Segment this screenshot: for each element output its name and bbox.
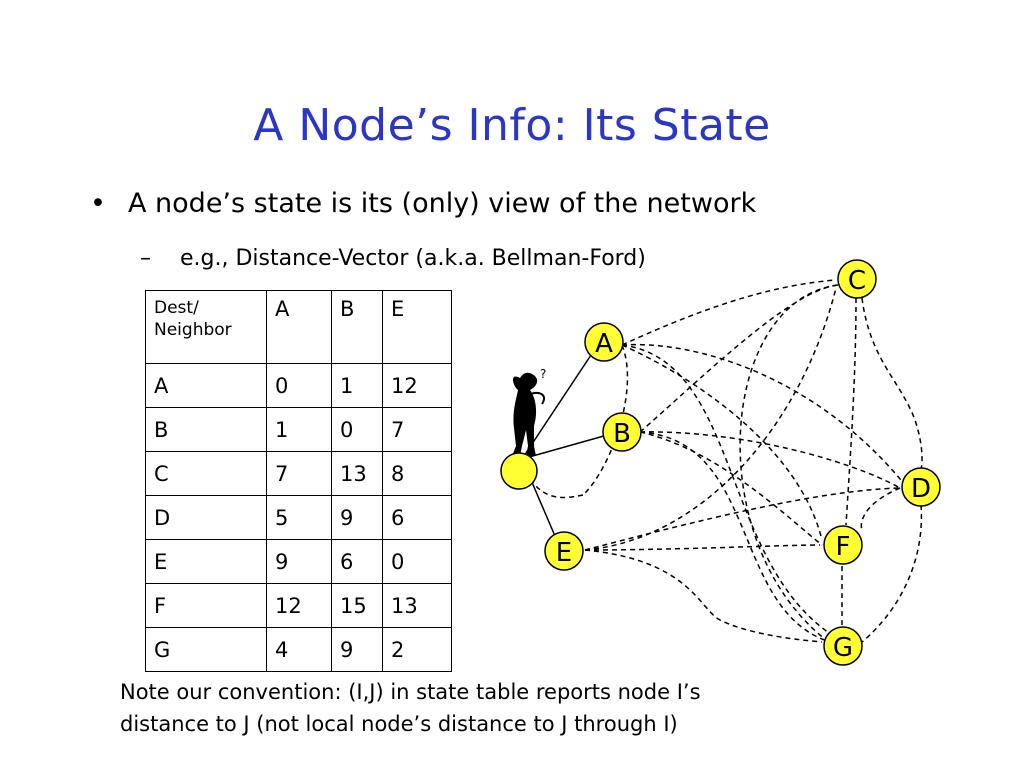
row-dest: B (145, 407, 267, 452)
table-cell: 1 (266, 407, 332, 452)
table-cell: 8 (382, 451, 452, 496)
row-dest: A (145, 363, 267, 408)
row-dest: E (145, 539, 267, 584)
node-d: D (901, 467, 941, 507)
table-row: G 4 9 2 (145, 627, 452, 672)
table-row: D 5 9 6 (145, 495, 452, 540)
table-cell: 13 (382, 583, 452, 628)
link-self-a (521, 345, 598, 460)
table-cell: 13 (331, 451, 383, 496)
table-cell: 12 (266, 583, 332, 628)
link-b-c (639, 284, 839, 433)
node-label: F (836, 532, 851, 562)
table-row: A 0 1 12 (145, 363, 452, 408)
slide-title: A Node’s Info: Its State (253, 100, 771, 151)
row-dest: G (145, 627, 267, 672)
node-label: B (613, 419, 631, 449)
solid-links (521, 345, 619, 551)
link-d-f (860, 487, 901, 531)
node-e: E (544, 531, 584, 571)
table-row: B 1 0 7 (145, 407, 452, 452)
person-icon: ? (512, 367, 546, 456)
table-cell: 6 (382, 495, 452, 540)
table-corner-header: Dest/ Neighbor (145, 290, 267, 364)
link-self-b (521, 431, 619, 460)
row-dest: C (145, 451, 267, 496)
table-cell: 5 (266, 495, 332, 540)
link-a-g (621, 344, 833, 636)
table-cell: 9 (331, 495, 383, 540)
link-b-g (639, 431, 831, 643)
node-b: B (602, 412, 642, 452)
state-table: Dest/ Neighbor A B E A 0 1 12 B 1 0 7 C … (145, 290, 452, 672)
link-e-f (584, 544, 821, 551)
table-row: F 12 15 13 (145, 583, 452, 628)
link-c-d (861, 297, 923, 473)
link-c-f (845, 297, 857, 526)
link-a-f (621, 344, 823, 541)
node-a: A (584, 322, 624, 362)
sub-bullet-item: – e.g., Distance-Vector (a.k.a. Bellman-F… (140, 246, 646, 271)
table-cell: 7 (382, 407, 452, 452)
column-header: A (266, 290, 332, 364)
table-cell: 7 (266, 451, 332, 496)
note-line-2: distance to J (not local node’s distance… (120, 712, 678, 736)
self-node (500, 452, 538, 490)
node-label: G (833, 633, 853, 663)
sub-bullet-text: e.g., Distance-Vector (a.k.a. Bellman-Fo… (180, 246, 646, 271)
link-b-f (639, 431, 823, 546)
table-header-row: Dest/ Neighbor A B E (145, 290, 452, 364)
node-label: D (911, 474, 931, 504)
column-header: E (382, 290, 452, 364)
table-cell: 2 (382, 627, 452, 672)
bullet-text: A node’s state is its (only) view of the… (128, 188, 757, 219)
svg-text:?: ? (540, 367, 546, 381)
row-dest: F (145, 583, 267, 628)
bullet-item: • A node’s state is its (only) view of th… (90, 188, 756, 219)
link-a-c (621, 279, 836, 346)
corner-line-1: Dest/ (154, 298, 199, 318)
node-label: C (848, 266, 866, 296)
link-c-g (739, 284, 839, 641)
table-cell: 12 (382, 363, 452, 408)
table-row: C 7 13 8 (145, 451, 452, 496)
link-e-d (584, 487, 901, 551)
link-e-g (584, 549, 823, 643)
table-cell: 15 (331, 583, 383, 628)
table-cell: 0 (382, 539, 452, 584)
table-cell: 4 (266, 627, 332, 672)
link-d-g (861, 504, 923, 643)
node-label: E (556, 538, 572, 568)
note-line-1: Note our convention: (I,J) in state tabl… (120, 680, 701, 704)
link-b-d (639, 431, 901, 489)
corner-line-2: Neighbor (154, 320, 232, 340)
node-g: G (823, 626, 863, 666)
table-cell: 0 (266, 363, 332, 408)
sub-bullet-marker: – (140, 246, 151, 271)
node-label: A (595, 329, 613, 359)
dashed-links (524, 279, 923, 643)
node-c: C (837, 259, 877, 299)
column-header: B (331, 290, 383, 364)
link-e-c (584, 287, 837, 551)
link-a-d (621, 343, 906, 486)
node-f: F (823, 525, 863, 565)
bullet-marker: • (90, 188, 106, 219)
table-cell: 9 (331, 627, 383, 672)
note-text: Note our convention: (I,J) in state tabl… (120, 676, 701, 740)
